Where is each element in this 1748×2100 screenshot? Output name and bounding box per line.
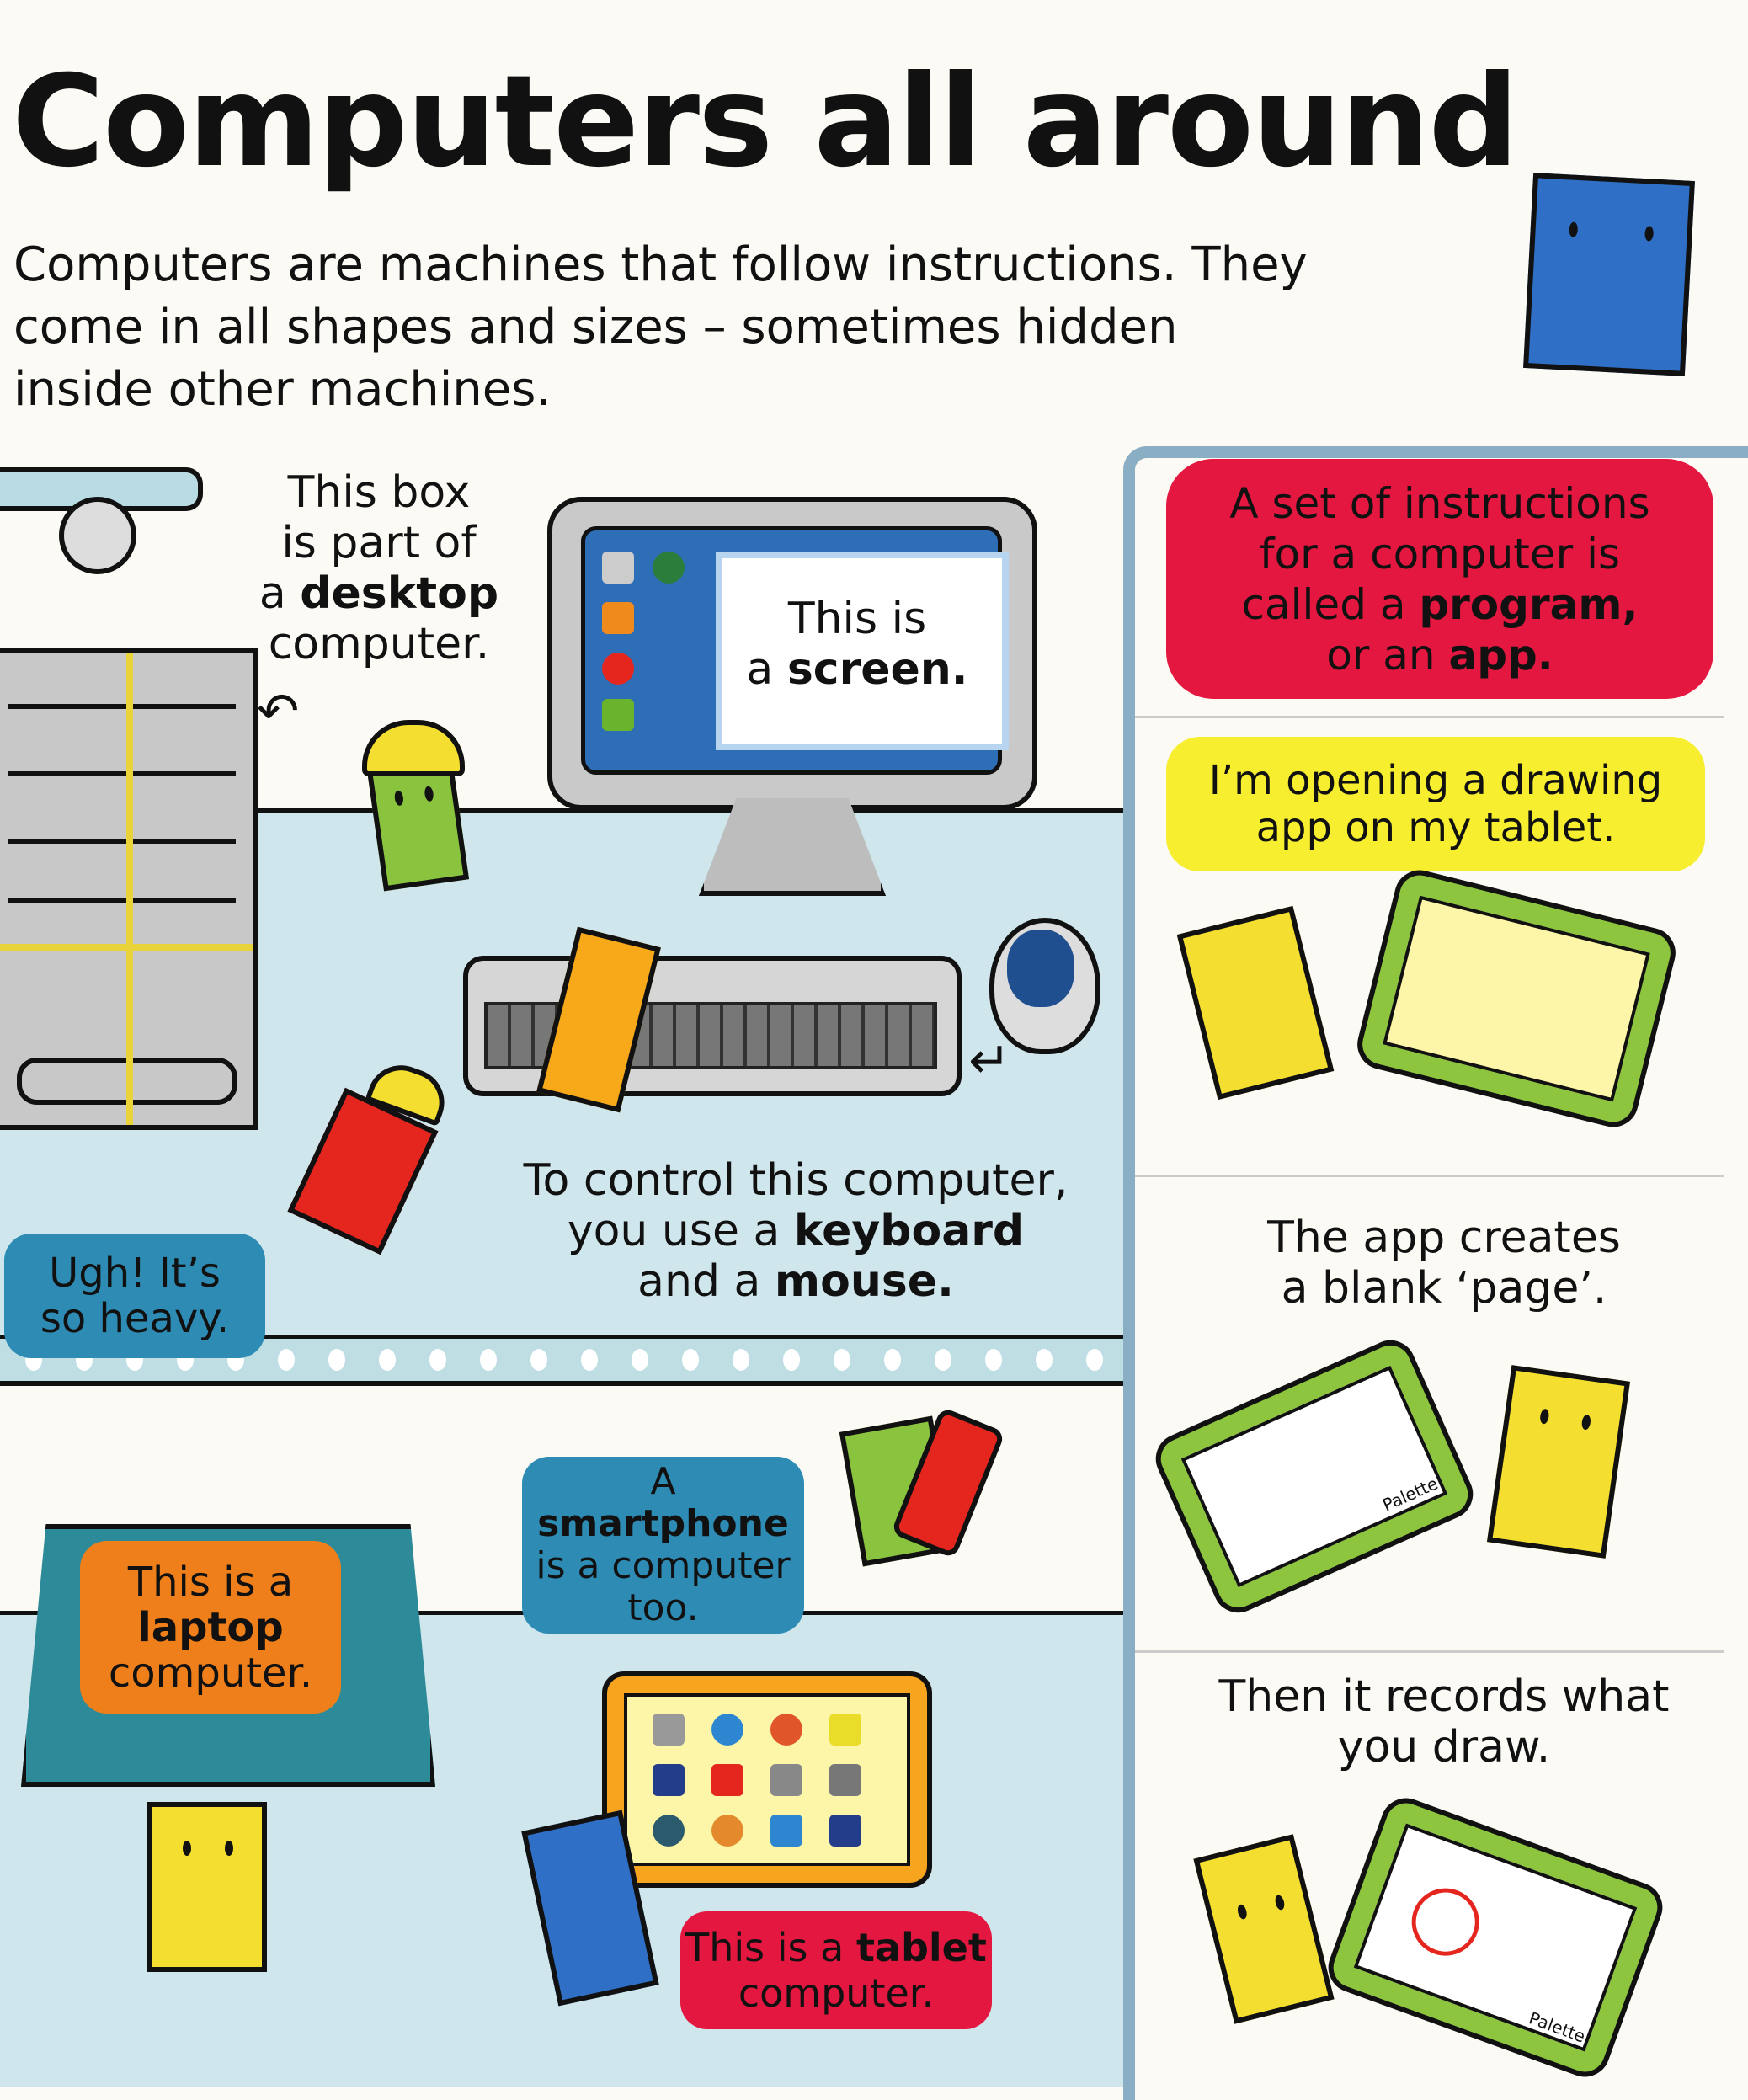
tablet-speech-bubble: This is a tablet computer. [680, 1911, 992, 2029]
mouse-icon [989, 918, 1100, 1054]
paint-icon [602, 602, 634, 634]
mail-icon [602, 552, 634, 584]
hard-hat-icon [362, 720, 465, 776]
page-title: Computers all around [12, 49, 1519, 195]
book-icon [829, 1815, 861, 1847]
palette-icon [770, 1714, 802, 1746]
panel-divider [1135, 1650, 1724, 1653]
smartphone-speech-bubble: A smartphone is a computer too. [522, 1457, 804, 1634]
mail-icon [653, 1714, 685, 1746]
records-caption: Then it records what you draw. [1218, 1671, 1670, 1772]
heavy-speech-bubble: Ugh! It’s so heavy. [4, 1234, 265, 1358]
screen-caption: This is a screen. [746, 594, 968, 695]
laptop-speech-bubble: This is a laptop computer. [80, 1541, 341, 1714]
pulley-wheel-icon [59, 497, 136, 574]
chat-icon [770, 1815, 802, 1847]
music-icon [602, 653, 634, 685]
desktop-caption: This box is part of a desktop computer. [258, 467, 499, 669]
blue-robot-top-icon [1523, 173, 1695, 376]
grid-icon [829, 1714, 861, 1746]
weather-icon [770, 1764, 802, 1796]
panel-divider [1135, 716, 1724, 718]
tablet-icon [602, 1671, 932, 1888]
music-icon [711, 1714, 743, 1746]
blank-page-caption: The app creates a blank ‘page’. [1267, 1213, 1621, 1314]
program-speech-bubble: A set of instructions for a computer is … [1166, 459, 1713, 699]
desktop-tower-icon [0, 648, 258, 1130]
keyboard-mouse-caption: To control this computer, you use a keyb… [523, 1155, 1069, 1307]
panel-divider [1135, 1175, 1724, 1177]
panels-icon [653, 1764, 685, 1796]
globe-icon [653, 1815, 685, 1847]
screen-window [716, 552, 1009, 750]
yellow-robot-wave-icon [1486, 1365, 1631, 1559]
camera-icon [711, 1764, 743, 1796]
intro-text: Computers are machines that follow instr… [13, 237, 1308, 417]
clock-icon [711, 1815, 743, 1847]
camera-icon [602, 699, 634, 731]
arrow-to-keyboard-icon: ↵ [968, 1031, 1011, 1090]
arrow-to-tower-icon: ↶ [257, 682, 300, 741]
film-icon [829, 1764, 861, 1796]
cat-drawing-icon [1402, 1879, 1489, 1965]
opening-app-speech-bubble: I’m opening a drawing app on my tablet. [1166, 737, 1705, 871]
yellow-robot-laptop-icon [147, 1802, 267, 1972]
globe-icon [653, 552, 685, 584]
